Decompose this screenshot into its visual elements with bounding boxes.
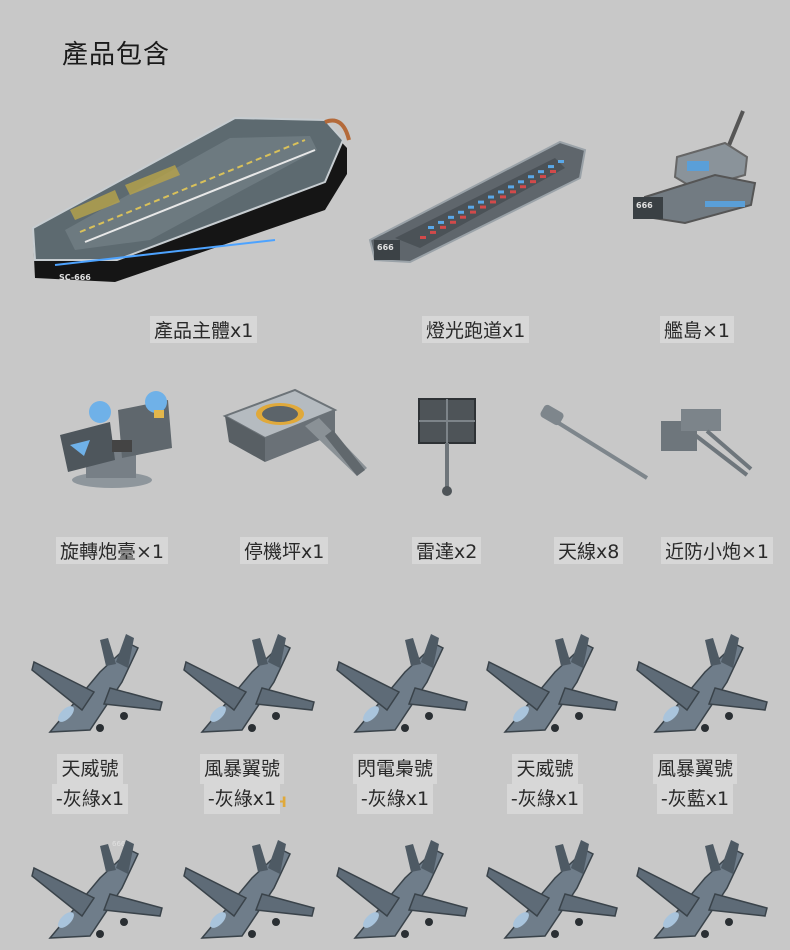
carrier-hull-icon [31,116,351,282]
part-carrier-hull: SC-666 [25,110,365,300]
runway-light [550,170,556,173]
jet-f14-icon [183,840,315,939]
jet-label: 天威號-灰綠x1 [475,754,615,814]
jet-label: 風暴翼號-灰綠x1 [172,754,312,814]
jet-model [485,632,625,742]
jet-f14-icon [31,634,163,733]
jet-variant: -灰綠x1 [203,784,281,814]
runway-light [530,180,536,184]
part-label-island-tower: 艦島×1 [660,316,735,343]
runway-light [548,165,554,169]
jet-model [30,838,170,948]
jet-model [635,632,775,742]
jet-f35-icon [336,634,468,733]
runway-light [458,210,464,214]
runway-light [480,205,486,209]
part-label-carrier-hull: 產品主體x1 [150,316,258,343]
runway-light [540,175,546,179]
part-label-ciws-gun: 近防小炮×1 [661,537,774,564]
part-antenna [535,400,655,485]
runway-light [478,200,484,204]
jet-name: 天威號 [512,754,578,784]
turret-code: 666 [112,840,126,848]
helipad-icon [222,388,367,476]
jet-name: 風暴翼號 [652,754,737,784]
jet-name: 閃電梟號 [352,754,437,784]
runway-light [508,185,514,189]
runway-light [468,205,474,209]
part-radar [415,395,477,500]
jet-model [182,838,322,948]
jet-f35-icon [486,840,618,939]
part-label-helipad: 停機坪x1 [240,537,329,564]
jet-variant: -灰綠x1 [506,784,584,814]
rotating-turret-icon [60,391,172,488]
jet-model [182,632,322,742]
part-label-radar: 雷達x2 [412,537,482,564]
jet-variant: -灰綠x1 [51,784,129,814]
helipad-mark: H [275,795,287,811]
runway-light [430,230,436,234]
jet-variant: -灰綠x1 [356,784,434,814]
antenna-icon [540,404,649,480]
jet-f18-icon [336,840,468,939]
jet-label: 閃電梟號-灰綠x1 [325,754,465,814]
radar-icon [418,398,476,496]
light-runway-icon [368,140,587,264]
runway-light [470,210,476,214]
jet-model [30,632,170,742]
runway-light [510,190,516,194]
runway-light [518,180,524,184]
runway-light [500,195,506,199]
runway-light [428,226,434,229]
part-label-antenna: 天線x8 [554,537,624,564]
runway-light [558,160,564,163]
runway-light [440,225,446,229]
part-rotating-turret: 666 [50,390,180,848]
jet-label: 風暴翼號-灰藍x1 [625,754,765,814]
runway-code: 666 [377,243,394,252]
runway-light [528,175,534,179]
part-light-runway: 666 [360,130,600,280]
runway-light [448,215,454,219]
section-title: 產品包含 [62,40,171,70]
jet-model [335,838,475,948]
jet-f35-icon [31,840,163,939]
part-label-rotating-turret: 旋轉炮臺×1 [56,537,169,564]
jet-f18-icon [636,634,768,733]
ciws-gun-icon [661,409,753,477]
runway-light [438,220,444,224]
jet-variant: -灰藍x1 [656,784,734,814]
runway-light [538,170,544,174]
runway-light [420,236,426,239]
runway-light [450,220,456,224]
jet-name: 風暴翼號 [199,754,284,784]
hull-code: SC-666 [59,273,91,282]
jet-label: 天威號-灰綠x1 [20,754,160,814]
part-helipad: H [222,388,375,811]
runway-light [490,200,496,204]
jet-model [335,632,475,742]
jet-name: 天威號 [57,754,123,784]
jet-model [635,838,775,948]
runway-light [460,215,466,219]
jet-model [485,838,625,948]
runway-light [498,190,504,194]
island-code: 666 [636,201,653,210]
part-label-light-runway: 燈光跑道x1 [422,316,530,343]
runway-light [488,195,494,199]
jet-f18-icon [636,840,768,939]
runway-light [520,185,526,189]
part-island-tower: 666 [625,105,775,235]
jet-f18-icon [183,634,315,733]
part-ciws-gun [655,405,755,485]
island-tower-icon [633,110,757,225]
jet-f14-icon [486,634,618,733]
